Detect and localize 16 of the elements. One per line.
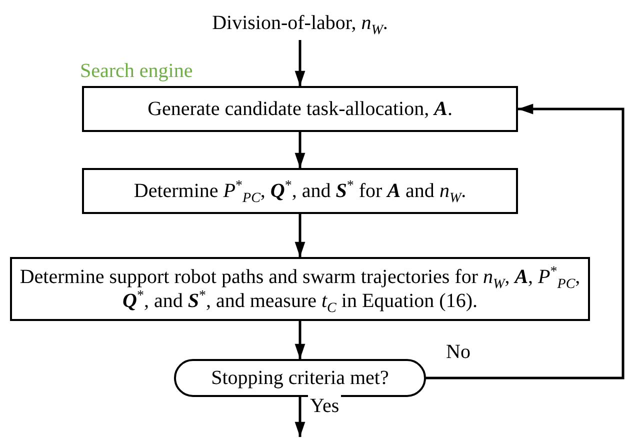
arrow	[294, 397, 306, 438]
input-text: Division-of-labor, n$_{W}$.	[150, 6, 450, 40]
step-text: Determine P$^{*}$$_{PC}$, Q$^{*}$, and S$^{*}$ for A and n$_{W}$.	[134, 179, 466, 203]
step-text: Determine support robot paths and swarm trajectories for n$_{W}$, A, P$^{*}$$_{PC}$, Q$^{*}$, and S$^{*}$, and measure t$_{C}$ in Equation (16).	[18, 265, 582, 313]
arrow	[294, 132, 306, 168]
arrow	[426, 104, 624, 380]
process-box	[10, 257, 590, 321]
process-box	[82, 86, 518, 132]
section-heading: Search engine	[80, 60, 193, 83]
step-text: Generate candidate task-allocation, A.	[148, 97, 452, 121]
process-box	[82, 168, 518, 214]
arrow	[294, 321, 306, 360]
arrow	[294, 214, 306, 258]
step-text: Stopping criteria met?	[211, 366, 389, 390]
arrow	[294, 40, 306, 86]
decision-terminal	[174, 359, 426, 397]
